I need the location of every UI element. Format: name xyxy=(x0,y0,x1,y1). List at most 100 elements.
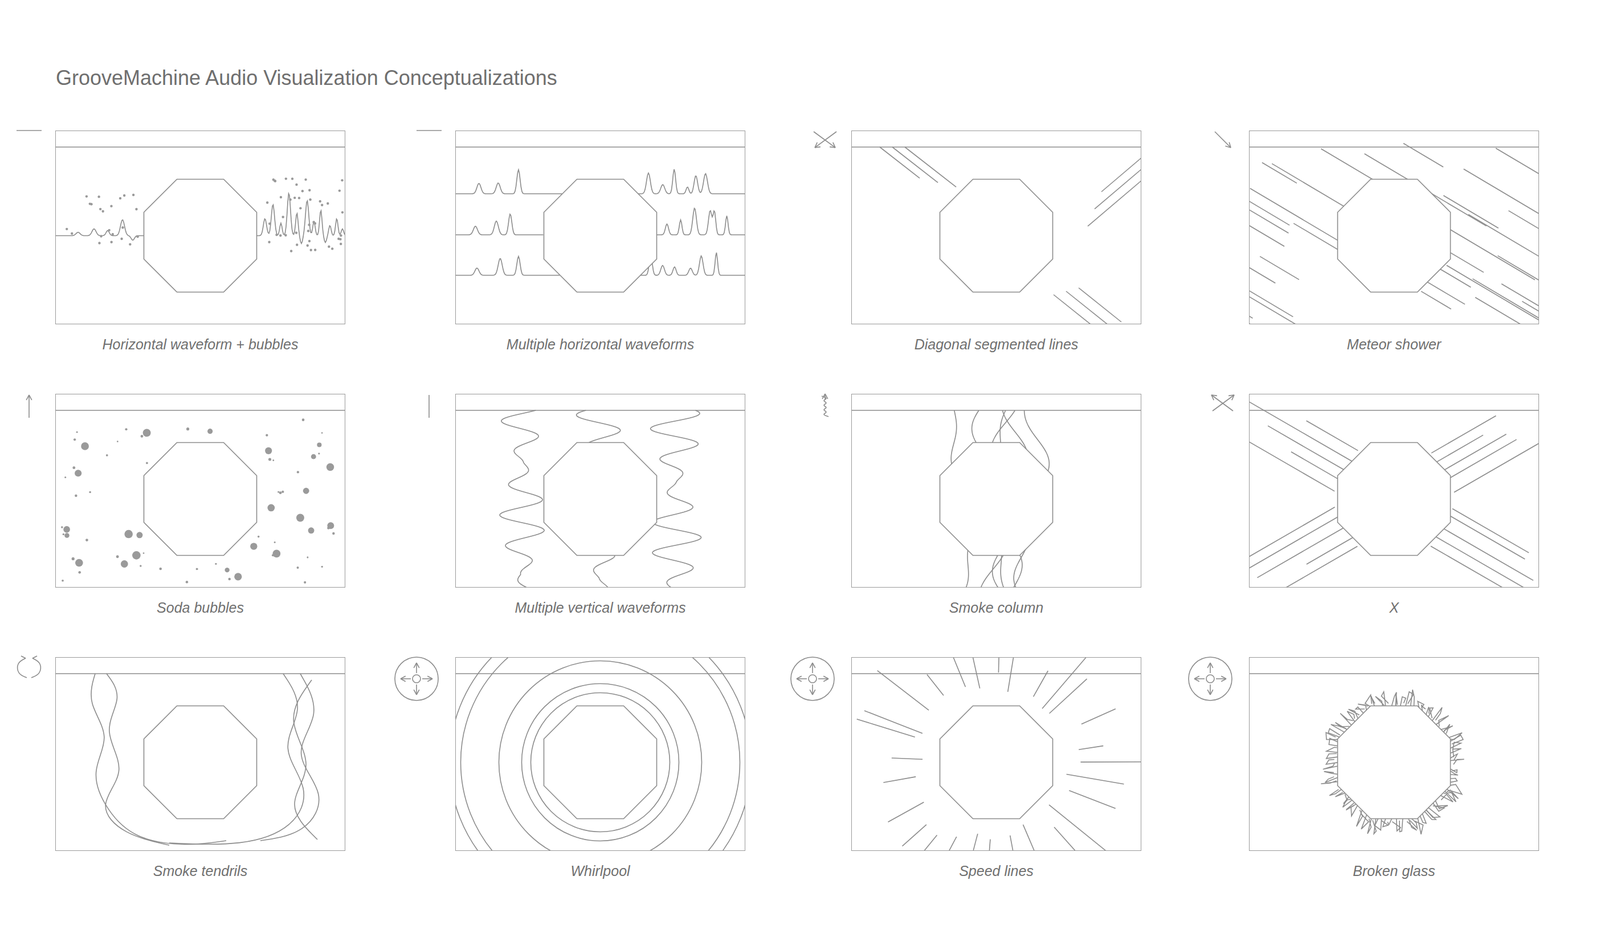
panel-illustration xyxy=(1078,745,1104,750)
panel-illustration xyxy=(856,719,916,738)
panel-illustration xyxy=(301,418,305,422)
panel-illustration xyxy=(1410,689,1415,706)
panel-illustration xyxy=(1326,753,1338,759)
panel-illustration xyxy=(275,233,278,236)
panel-illustration xyxy=(313,248,317,251)
panel-illustration xyxy=(1399,818,1403,832)
panel-illustration xyxy=(266,201,269,204)
panel-illustration xyxy=(1325,776,1338,783)
panel-illustration xyxy=(1291,451,1341,481)
panel-caption: Smoke tendrils xyxy=(153,862,248,880)
panel-illustration xyxy=(1326,747,1338,753)
panel-illustration xyxy=(1081,708,1116,725)
panel-illustration xyxy=(256,193,346,244)
panel-illustration xyxy=(327,521,334,529)
direction-icon xyxy=(1215,678,1227,680)
panel-illustration xyxy=(145,462,149,465)
visualization-panel: Multiple vertical waveforms xyxy=(455,393,746,588)
panel-illustration xyxy=(1066,774,1125,785)
direction-icon xyxy=(1211,394,1235,411)
panel-caption: Meteor shower xyxy=(1347,336,1442,353)
panel-illustration xyxy=(207,428,213,434)
direction-icon xyxy=(814,131,837,148)
panel-illustration xyxy=(65,227,68,231)
direction-icon xyxy=(1221,678,1227,682)
direction-icon xyxy=(17,658,27,678)
direction-icon xyxy=(394,656,439,701)
panel-illustration xyxy=(78,570,81,574)
panel-illustration xyxy=(1078,287,1122,322)
panel-illustration xyxy=(1372,818,1377,835)
panel-illustration xyxy=(296,566,300,569)
panel-illustration xyxy=(139,564,142,567)
panel-illustration xyxy=(455,214,544,235)
direction-icon xyxy=(32,655,38,659)
direction-icon xyxy=(427,675,433,679)
direction-icon xyxy=(16,130,42,132)
panel-illustration xyxy=(888,802,925,823)
panel-illustration xyxy=(116,440,119,443)
direction-icon xyxy=(790,656,835,701)
panel-illustration xyxy=(260,673,320,841)
direction-icon xyxy=(1210,689,1214,695)
panel-illustration xyxy=(1053,294,1097,325)
panel-illustration xyxy=(1249,507,1336,563)
direction-icon xyxy=(1210,662,1214,668)
direction-icon xyxy=(394,656,439,701)
panel-illustration xyxy=(499,410,545,588)
octagon xyxy=(544,442,657,556)
panel-illustration xyxy=(1450,770,1459,775)
panel-illustration xyxy=(274,541,276,544)
panel-illustration xyxy=(62,533,65,536)
panel-illustration xyxy=(1392,818,1401,831)
panel-illustration xyxy=(1324,771,1338,775)
panel-illustration xyxy=(90,202,93,206)
direction-icon xyxy=(1206,674,1215,683)
panel-illustration xyxy=(107,229,110,232)
panel-illustration xyxy=(185,580,189,583)
direction-icon xyxy=(821,393,829,417)
direction-icon xyxy=(16,129,42,132)
panel-illustration xyxy=(97,195,100,198)
panel-illustration xyxy=(272,506,275,509)
panel-illustration xyxy=(877,670,929,711)
panel-illustration xyxy=(61,579,64,582)
panel-illustration xyxy=(851,656,1142,851)
panel-illustration xyxy=(460,656,741,851)
direction-icon xyxy=(822,393,826,399)
direction-icon xyxy=(413,662,417,668)
panel-illustration xyxy=(1284,546,1358,588)
direction-icon xyxy=(1207,662,1211,668)
octagon xyxy=(544,179,657,293)
panel-top-bar xyxy=(455,409,746,411)
direction-icon xyxy=(400,678,406,682)
direction-icon xyxy=(1211,394,1234,411)
panel-illustration xyxy=(1450,758,1465,765)
octagon xyxy=(1337,705,1451,819)
panel-caption: Soda bubbles xyxy=(156,599,244,616)
panel-illustration xyxy=(1259,256,1300,280)
panel-illustration xyxy=(911,834,937,851)
direction-icon xyxy=(833,142,836,148)
panel-illustration xyxy=(317,452,320,455)
visualization-panel: Whirlpool xyxy=(455,656,746,851)
panel-illustration xyxy=(272,549,281,558)
panel-illustration xyxy=(55,410,346,584)
panel-illustration xyxy=(1450,753,1458,761)
panel-illustration xyxy=(927,674,944,696)
panel-illustration xyxy=(301,189,304,193)
panel-illustration xyxy=(73,438,76,441)
direction-icon xyxy=(1209,662,1211,673)
panel-illustration xyxy=(303,487,310,495)
panel-illustration xyxy=(1306,537,1353,565)
panel-top-bar xyxy=(55,146,346,148)
direction-icon xyxy=(1188,656,1232,701)
panel-illustration xyxy=(71,557,75,561)
panel-illustration xyxy=(341,210,344,214)
panel-illustration xyxy=(1054,826,1090,851)
panel-illustration xyxy=(964,656,980,689)
panel-illustration xyxy=(274,180,277,183)
panel-illustration xyxy=(1443,724,1451,734)
panel-illustration xyxy=(1249,394,1353,461)
direction-icon xyxy=(21,655,26,659)
